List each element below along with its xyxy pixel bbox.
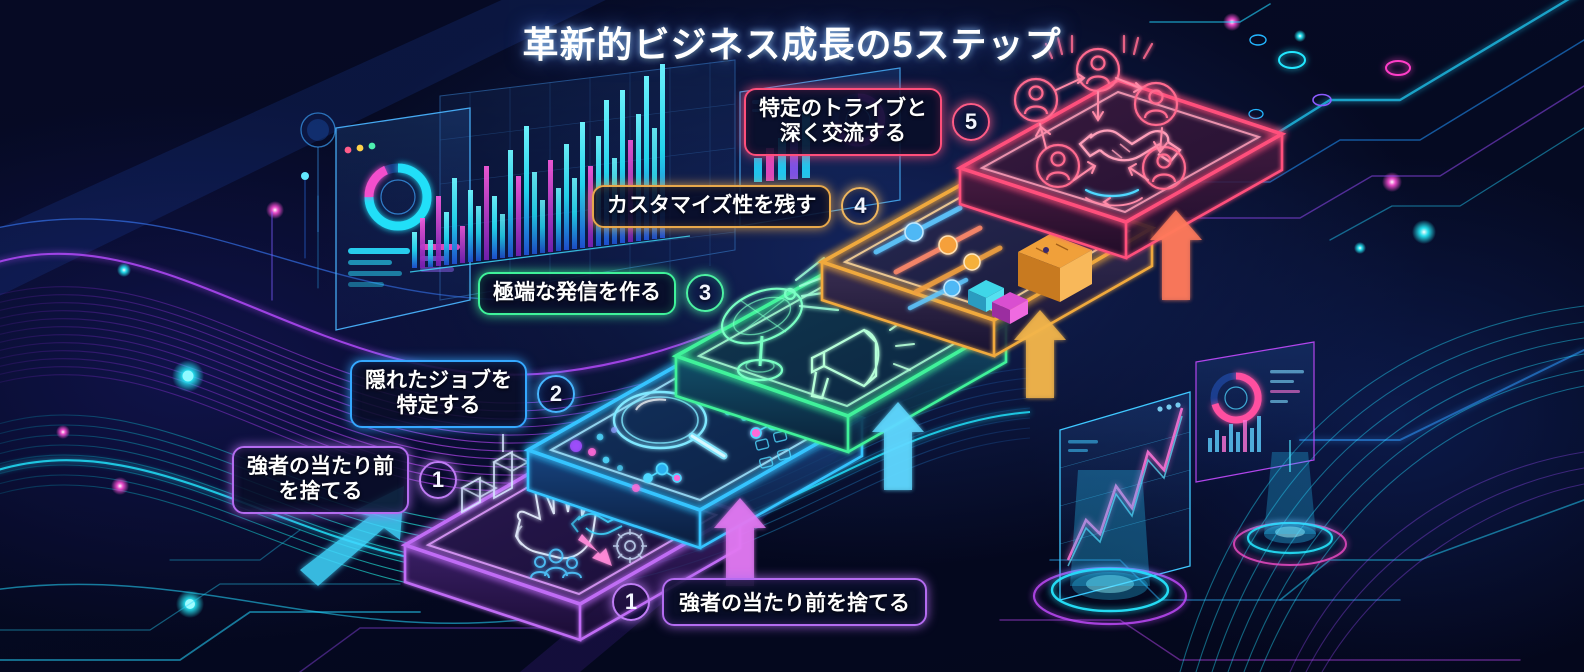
donut-chart-hologram	[364, 163, 432, 231]
callout-number-2: 2	[537, 374, 575, 413]
person-avatar-icon	[1013, 47, 1187, 191]
satellite-dish-icon	[720, 287, 804, 382]
step-connector-arrows	[714, 210, 1202, 586]
callout-number-4: 4	[841, 187, 880, 226]
holographic-pedestal	[1233, 440, 1347, 566]
callout-bottom-label: 強者の当たり前を捨てる	[662, 578, 927, 626]
mini-column-chart	[1208, 416, 1261, 452]
right-arc-waves	[1179, 305, 1584, 672]
callout-label-1: 強者の当たり前 を捨てる	[232, 446, 409, 514]
cube-blocks-icon	[968, 280, 1028, 324]
right-arc-waves-purple	[1289, 451, 1584, 672]
gear-icon	[613, 529, 647, 563]
window-dots	[1157, 402, 1181, 412]
people-group-icon	[530, 548, 582, 579]
callout-bottom-number: 1	[612, 583, 650, 621]
arrow-exchange-icon	[578, 534, 612, 566]
metric-bars	[348, 244, 460, 287]
magnifier-icon	[612, 390, 728, 460]
donut-panel-hologram	[1195, 341, 1315, 483]
spark-lines-icon	[1044, 34, 1154, 60]
callout-step-2[interactable]: 隠れたジョブを 特定する 2	[350, 360, 575, 428]
callout-label-2: 隠れたジョブを 特定する	[350, 360, 527, 428]
callout-label-4: カスタマイズ性を残す	[592, 185, 832, 228]
line-chart-hologram	[1059, 391, 1191, 601]
slider-controls-icon	[873, 205, 1003, 311]
callout-step-3[interactable]: 極端な発信を作る 3	[478, 272, 724, 315]
callout-number-5: 5	[952, 102, 990, 141]
page-title: 革新的ビジネス成長の5ステップ	[522, 24, 1062, 65]
callout-number-1: 1	[419, 460, 457, 499]
callout-step-5[interactable]: 特定のトライブと 深く交流する 5	[744, 88, 990, 156]
window-dots	[344, 142, 376, 154]
callout-label-5: 特定のトライブと 深く交流する	[744, 88, 942, 156]
handshake-icon	[1078, 129, 1182, 164]
holographic-pedestal	[1032, 470, 1188, 626]
callout-bottom-step-1[interactable]: 1 強者の当たり前を捨てる	[612, 578, 927, 626]
package-box-icon	[1018, 234, 1092, 302]
callout-step-1[interactable]: 強者の当たり前 を捨てる 1	[232, 446, 457, 514]
callout-step-4[interactable]: カスタマイズ性を残す 4	[592, 185, 880, 228]
sphere-node-icon	[300, 112, 336, 232]
callout-label-3: 極端な発信を作る	[478, 272, 676, 315]
circular-arrows-icon	[1035, 73, 1168, 207]
floor-circuit-lines	[0, 529, 561, 672]
wave-node-dots	[56, 13, 1436, 618]
data-chip-icon	[754, 430, 792, 469]
callout-number-3: 3	[686, 274, 724, 313]
